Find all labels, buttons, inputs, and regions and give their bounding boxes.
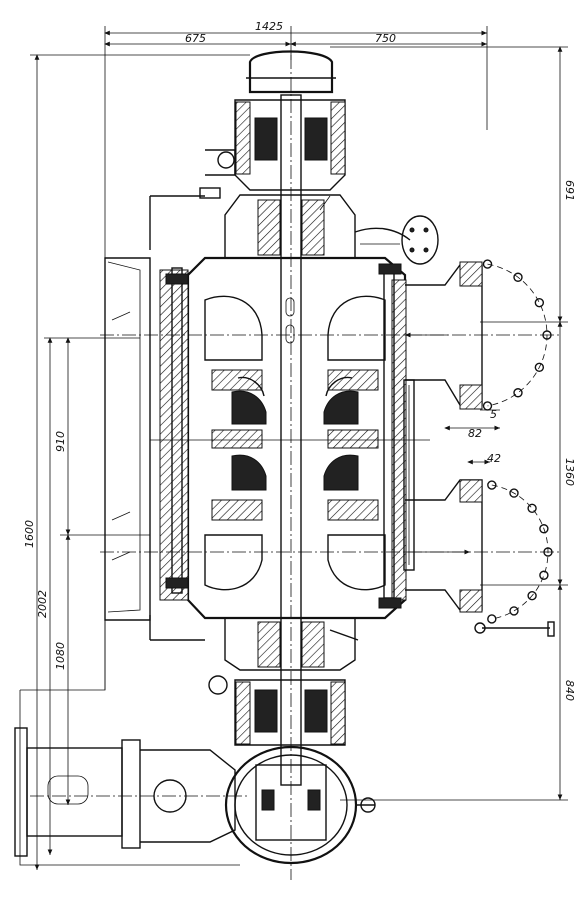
dim-left-mid: 2002 bbox=[36, 590, 49, 618]
pump-shaft bbox=[280, 55, 302, 880]
suction-flange-arc bbox=[491, 484, 549, 620]
dim-left-width: 675 bbox=[185, 32, 206, 45]
lever-handle bbox=[474, 621, 555, 637]
discharge-flange-bolt-hole bbox=[542, 330, 552, 340]
suction-flange-bolt-hole bbox=[487, 614, 497, 624]
dim-overall-width: 1425 bbox=[255, 20, 283, 33]
suction-flange-bolt-hole bbox=[527, 503, 537, 513]
dim-right-width: 750 bbox=[375, 32, 396, 45]
dimension-labels: 1425 675 750 691 1360 840 1600 2002 910 … bbox=[23, 20, 576, 701]
suction-flange-bolt-hole bbox=[487, 480, 497, 490]
discharge-flange-bolt-hole bbox=[534, 362, 545, 373]
coupling-housing bbox=[224, 745, 376, 865]
base-frame bbox=[14, 257, 250, 866]
lower-bearing-housing bbox=[149, 615, 359, 746]
suction-flange-bolt-hole bbox=[543, 547, 553, 557]
suction-flange-bolt-hole bbox=[539, 524, 549, 534]
dim-gap: 5 bbox=[490, 408, 497, 421]
dim-left-lower: 1080 bbox=[54, 642, 67, 670]
suction-flange-bolt-hole bbox=[509, 488, 519, 498]
dim-left-outer: 1600 bbox=[23, 520, 36, 548]
dim-right-top: 691 bbox=[563, 180, 576, 201]
upper-bearing-housing bbox=[149, 50, 356, 259]
dim-left-inner: 910 bbox=[54, 431, 67, 452]
discharge-flange-bolt-hole bbox=[534, 297, 545, 308]
nozzles bbox=[100, 261, 560, 613]
suction-flange-bolt-hole bbox=[527, 591, 537, 601]
discharge-flange-bolt-hole bbox=[482, 259, 493, 269]
flange-bolt-circles bbox=[482, 259, 553, 624]
discharge-flange-bolt-hole bbox=[513, 272, 523, 282]
suction-flange-bolt-hole bbox=[539, 570, 549, 580]
dim-right-bottom: 840 bbox=[563, 680, 576, 701]
dim-flange-width: 82 bbox=[468, 427, 482, 440]
dim-small: 42 bbox=[487, 452, 501, 465]
side-port bbox=[354, 215, 439, 265]
suction-flange-bolt-hole bbox=[509, 606, 519, 616]
discharge-flange-bolt-hole bbox=[513, 388, 523, 398]
discharge-flange-bolt-hole bbox=[482, 401, 493, 411]
dim-right-middle: 1360 bbox=[563, 458, 576, 486]
pump-casing bbox=[150, 256, 430, 620]
dimension-lines bbox=[30, 26, 568, 870]
